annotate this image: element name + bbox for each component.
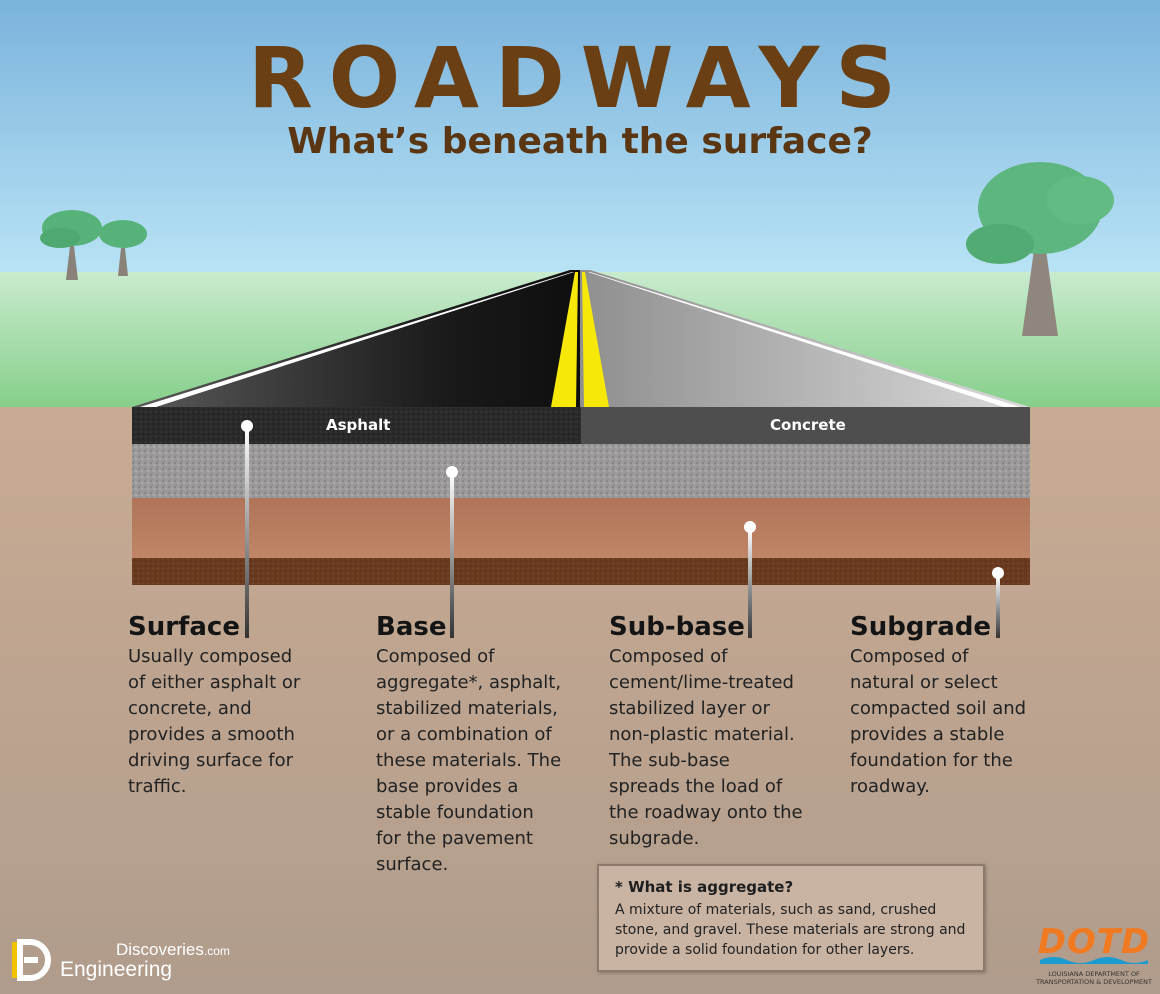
de-logo-icon bbox=[12, 939, 51, 981]
aggregate-note-text: A mixture of materials, such as sand, cr… bbox=[615, 902, 966, 958]
center-line-left bbox=[551, 272, 578, 407]
asphalt-road-surface bbox=[132, 270, 580, 407]
subgrade-heading: Subgrade bbox=[850, 612, 992, 642]
sub-base-heading: Sub-base bbox=[609, 612, 745, 642]
small-tree-icon bbox=[40, 210, 102, 280]
concrete-label: Concrete bbox=[770, 416, 846, 434]
brand-bottom-text: Engineering bbox=[60, 958, 173, 981]
wave-icon bbox=[1040, 957, 1148, 964]
asphalt-surface-layer bbox=[132, 407, 581, 444]
subgrade-leader-line bbox=[992, 567, 1004, 638]
sky bbox=[0, 0, 1160, 272]
sub-base-description: Sub-base Composed of cement/lime-treated… bbox=[609, 610, 839, 852]
asphalt-label: Asphalt bbox=[326, 416, 391, 434]
concrete-surface-layer bbox=[581, 407, 1030, 444]
surface-heading: Surface bbox=[128, 612, 240, 642]
dotd-logo-word: DOTD bbox=[1037, 922, 1151, 962]
base-heading: Base bbox=[376, 612, 447, 642]
subgrade-text: Composed of natural or select compacted … bbox=[850, 646, 1027, 797]
discoveries-engineering-logo: Discoveries.com Engineering bbox=[10, 936, 260, 986]
base-description: Base Composed of aggregate*, asphalt, st… bbox=[376, 610, 606, 878]
page-title: ROADWAYS bbox=[248, 29, 912, 127]
surface-text: Usually composed of either asphalt or co… bbox=[128, 646, 301, 797]
dotd-logo: DOTD LOUISIANA DEPARTMENT OF TRANSPORTAT… bbox=[1034, 920, 1154, 992]
subgrade-layer bbox=[132, 558, 1030, 585]
road-edge-line-right bbox=[588, 272, 1020, 407]
sub-base-layer bbox=[132, 498, 1030, 558]
base-layer bbox=[132, 444, 1030, 498]
sub-base-leader-line bbox=[744, 521, 756, 638]
base-text: Composed of aggregate*, asphalt, stabili… bbox=[376, 646, 562, 875]
sub-base-text: Composed of cement/lime-treated stabiliz… bbox=[609, 646, 803, 849]
dotd-logo-subtitle: LOUISIANA DEPARTMENT OF TRANSPORTATION &… bbox=[1036, 970, 1152, 986]
aggregate-note-title: * What is aggregate? bbox=[615, 878, 794, 896]
brand-top-text: Discoveries.com bbox=[116, 940, 230, 959]
page-subtitle: What’s beneath the surface? bbox=[287, 121, 873, 162]
large-tree-icon bbox=[966, 162, 1114, 336]
road-edge-line-left bbox=[140, 272, 574, 407]
small-tree-icon bbox=[99, 220, 147, 276]
surface-description: Surface Usually composed of either aspha… bbox=[128, 610, 358, 800]
subgrade-description: Subgrade Composed of natural or select c… bbox=[850, 610, 1080, 800]
base-leader-line bbox=[446, 466, 458, 638]
center-line-right bbox=[582, 272, 609, 407]
aggregate-note-box: * What is aggregate? A mixture of materi… bbox=[597, 864, 985, 972]
surface-leader-line bbox=[241, 420, 253, 638]
